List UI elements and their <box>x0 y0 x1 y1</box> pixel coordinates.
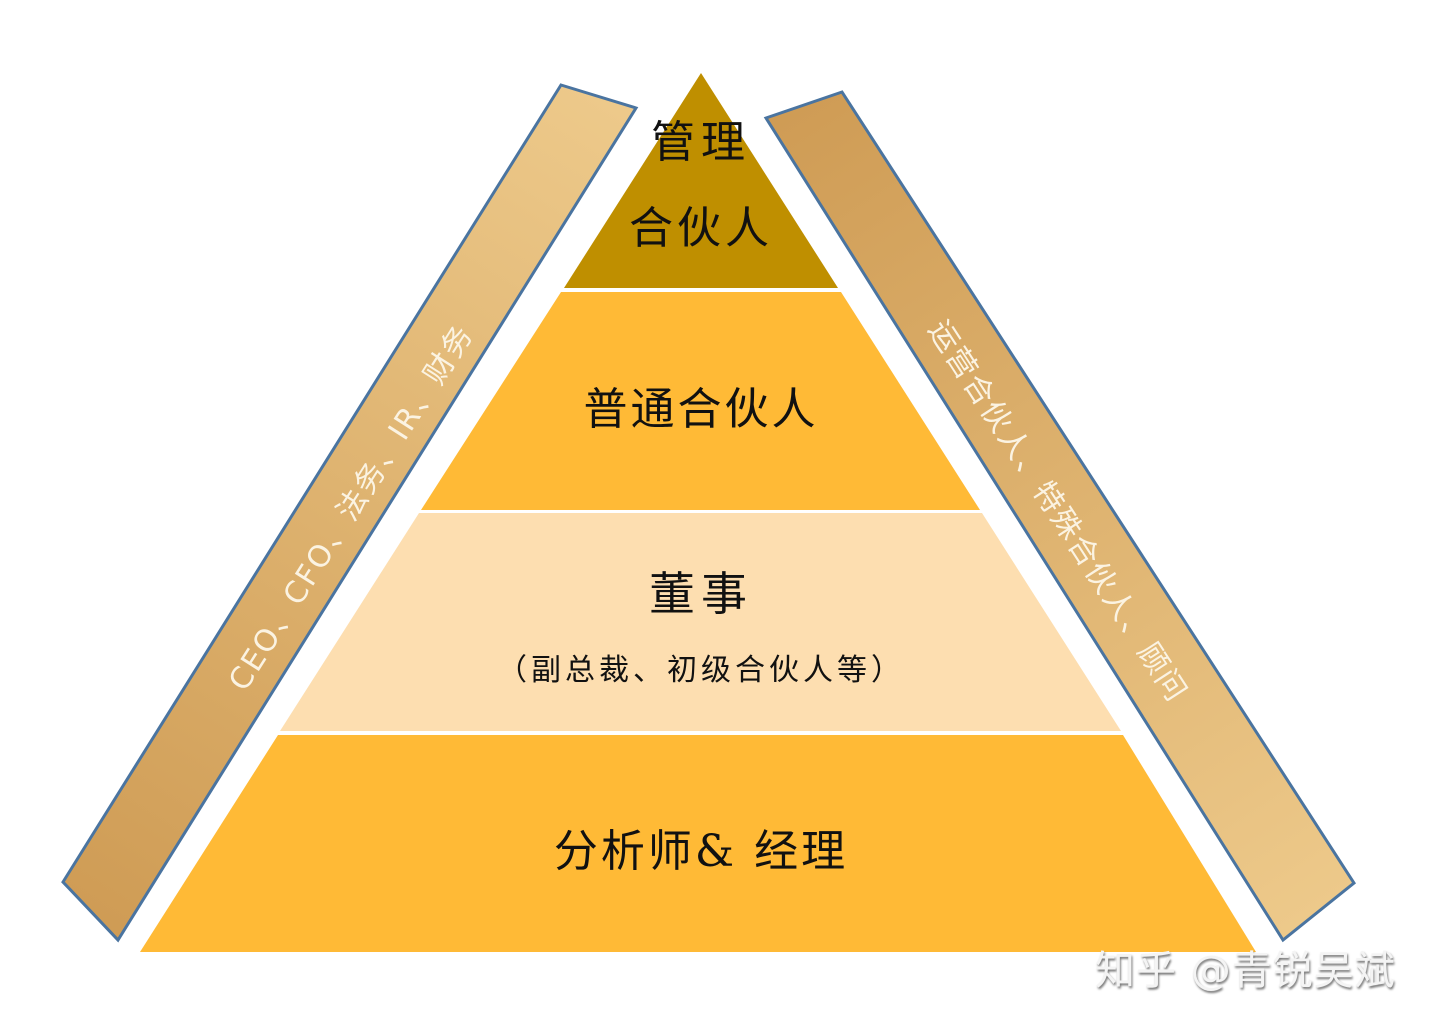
tier1-label-line1: 管理 <box>651 117 751 168</box>
tier1-label-line2: 合伙人 <box>629 203 773 254</box>
right-band <box>763 90 1356 943</box>
tier3-sublabel: （副总裁、初级合伙人等） <box>497 653 905 688</box>
tier-general-partner <box>421 292 980 510</box>
watermark: 知乎 @青锐吴斌 <box>1095 948 1396 994</box>
tier-management-partner <box>564 73 838 288</box>
tier3-label: 董事 <box>649 567 753 621</box>
tier2-label: 普通合伙人 <box>583 384 819 435</box>
tier-director <box>280 513 1121 731</box>
tier-analyst-manager <box>140 735 1256 952</box>
tier4-label: 分析师& 经理 <box>553 826 849 877</box>
left-band <box>61 83 639 943</box>
